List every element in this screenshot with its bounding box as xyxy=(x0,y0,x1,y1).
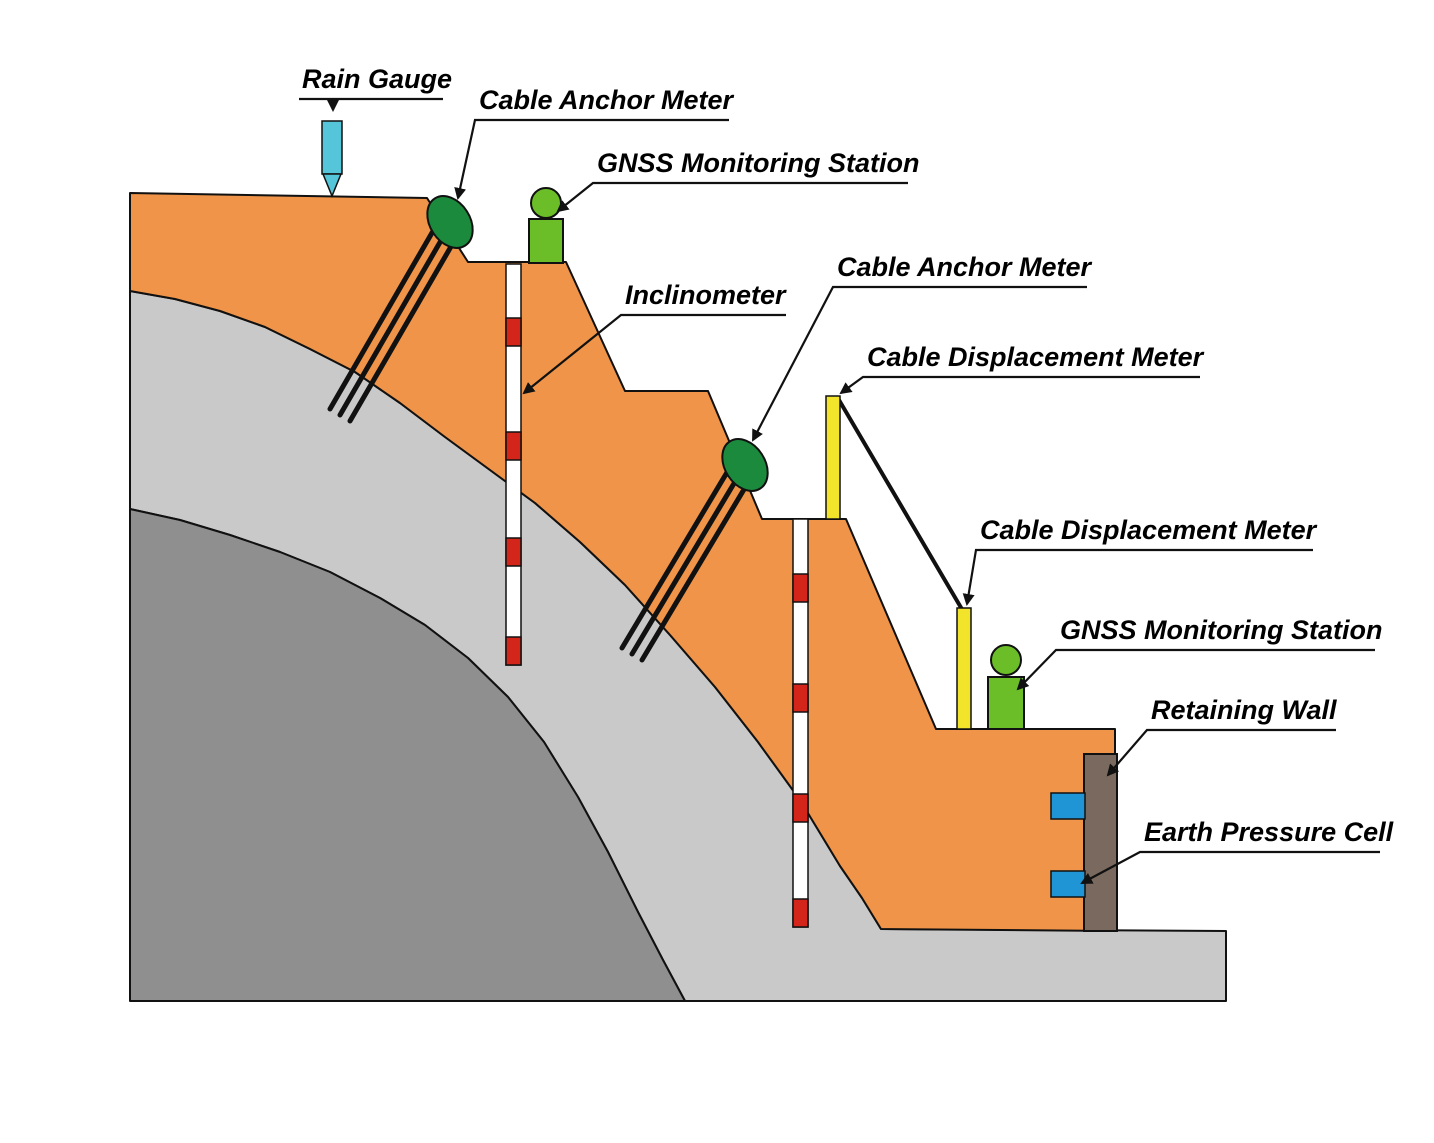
anchor-cable xyxy=(327,216,443,412)
cable-anchor-meter-head xyxy=(426,195,474,249)
leader-arrow xyxy=(454,118,729,200)
anchor-cable xyxy=(629,462,748,657)
label-inclinometer: Inclinometer xyxy=(522,280,787,395)
cable-anchor-meter-1 xyxy=(327,195,474,424)
leader-arrow xyxy=(556,181,908,213)
cable-anchor-meter-2 xyxy=(619,438,769,663)
label-text-inclinometer: Inclinometer xyxy=(625,280,787,310)
leader-arrow xyxy=(962,548,1313,606)
rain-gauge-base xyxy=(321,173,343,198)
leader-arrow xyxy=(1106,728,1336,777)
anchor-cable xyxy=(639,468,758,663)
label-text-rain-gauge: Rain Gauge xyxy=(302,64,452,94)
leader-arrow xyxy=(839,375,1200,395)
cable-anchor-meter-head xyxy=(721,438,769,492)
earth-pressure-cell-lower xyxy=(1050,870,1086,898)
label-text-cable-anchor-meter-1: Cable Anchor Meter xyxy=(479,85,735,115)
label-text-earth-pressure-cell: Earth Pressure Cell xyxy=(1144,817,1394,847)
rain-gauge-body xyxy=(321,120,343,175)
gnss-monitoring-station-1 xyxy=(528,187,564,264)
labels: Rain Gauge Cable Anchor Meter GNSS Monit… xyxy=(299,64,1394,884)
inclinometer-red-band xyxy=(792,898,809,928)
leader-arrow xyxy=(522,313,786,395)
gnss-antenna-head xyxy=(530,187,562,219)
label-text-gnss-station-1: GNSS Monitoring Station xyxy=(597,148,919,178)
anchor-cable xyxy=(347,228,463,424)
earth-pressure-cell-upper xyxy=(1050,792,1086,820)
inclinometer-red-band xyxy=(792,793,809,823)
inclinometer-2 xyxy=(792,518,809,928)
anchor-cable xyxy=(337,222,453,418)
label-text-cable-displacement-meter-2: Cable Displacement Meter xyxy=(980,515,1318,545)
gnss-monitoring-station-2 xyxy=(987,644,1025,730)
rain-gauge xyxy=(321,120,343,198)
inclinometer-red-band xyxy=(792,573,809,603)
label-text-gnss-station-2: GNSS Monitoring Station xyxy=(1060,615,1382,645)
leader-arrow xyxy=(752,285,1087,442)
label-earth-pressure-cell: Earth Pressure Cell xyxy=(1080,817,1394,884)
label-retaining-wall: Retaining Wall xyxy=(1106,695,1337,777)
label-cable-displacement-meter-2: Cable Displacement Meter xyxy=(962,515,1318,606)
label-gnss-station-1: GNSS Monitoring Station xyxy=(556,148,919,213)
gnss-station-body xyxy=(528,218,564,264)
cable-displacement-meter-2-bar xyxy=(956,607,972,730)
displacement-cable xyxy=(837,398,965,613)
label-cable-anchor-meter-1: Cable Anchor Meter xyxy=(454,85,735,200)
inclinometer-red-band xyxy=(505,636,522,666)
label-gnss-station-2: GNSS Monitoring Station xyxy=(1016,615,1382,691)
retaining-wall-block xyxy=(1083,753,1118,932)
inclinometer-red-band xyxy=(792,683,809,713)
label-rain-gauge: Rain Gauge xyxy=(299,64,452,112)
label-text-cable-displacement-meter-1: Cable Displacement Meter xyxy=(867,342,1205,372)
leader-arrow xyxy=(1080,850,1380,884)
inclinometer-1 xyxy=(505,263,522,666)
inclinometer-red-band xyxy=(505,537,522,567)
retaining-wall-group xyxy=(1050,753,1118,932)
lower-rock-layer xyxy=(129,508,686,1002)
label-text-retaining-wall: Retaining Wall xyxy=(1151,695,1337,725)
cable-displacement-meter-1-bar xyxy=(825,395,841,520)
inclinometer-red-band xyxy=(505,431,522,461)
inclinometer-red-band xyxy=(505,317,522,347)
anchor-cable xyxy=(619,456,738,651)
label-cable-anchor-meter-2: Cable Anchor Meter xyxy=(752,252,1093,442)
gnss-antenna-head xyxy=(990,644,1022,676)
leader-arrow xyxy=(1016,648,1375,691)
gnss-station-body xyxy=(987,676,1025,730)
label-text-cable-anchor-meter-2: Cable Anchor Meter xyxy=(837,252,1093,282)
cable-displacement-meters xyxy=(825,395,972,730)
label-cable-displacement-meter-1: Cable Displacement Meter xyxy=(839,342,1205,395)
